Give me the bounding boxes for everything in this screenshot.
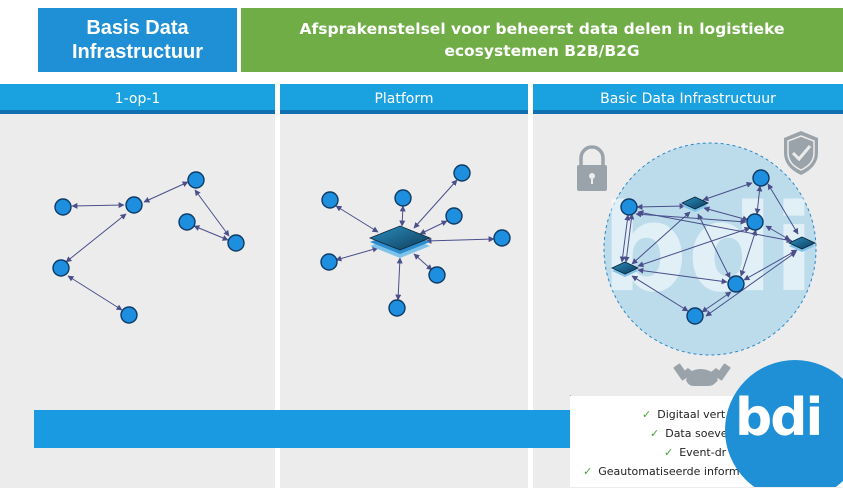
header-right-line1: Afsprakenstelsel voor beheerst data dele… <box>299 20 785 38</box>
bdi-logo <box>725 360 843 487</box>
platform-hub <box>368 225 432 258</box>
node <box>321 191 339 209</box>
hub-left <box>611 261 639 277</box>
check-icon: ✓ <box>650 427 660 440</box>
node <box>52 259 70 277</box>
node <box>388 299 406 317</box>
node <box>686 307 704 325</box>
check-icon: ✓ <box>583 465 593 478</box>
bdi-logo-text: bdi <box>735 388 823 448</box>
node <box>320 253 338 271</box>
progress-arrow <box>34 395 610 463</box>
lock-icon <box>577 145 607 191</box>
one-to-one-nodes <box>52 171 245 324</box>
node <box>727 275 745 293</box>
node <box>752 169 770 187</box>
handshake-icon <box>673 363 731 386</box>
bdi-logo-wrap: bdi <box>725 360 843 487</box>
node <box>620 198 638 216</box>
hub-right <box>788 236 816 252</box>
node <box>178 213 196 231</box>
header-left-title: Basis Data Infrastructuur <box>38 8 237 72</box>
platform-network <box>335 179 495 301</box>
checklist-item: ✓Digitaal vert <box>642 408 726 421</box>
node <box>125 196 143 214</box>
node <box>54 198 72 216</box>
bdi-hubs <box>611 196 816 277</box>
node <box>227 234 245 252</box>
bdi-network <box>619 181 799 317</box>
node <box>428 266 446 284</box>
node <box>493 229 511 247</box>
column-header-bdi: Basic Data Infrastructuur <box>533 84 843 114</box>
checklist-item: ✓Event-dr <box>664 446 727 459</box>
column-label: Basic Data Infrastructuur <box>600 91 776 107</box>
hub-top <box>681 196 709 212</box>
node <box>445 207 463 225</box>
checklist-item: ✓Data soeve <box>650 427 728 440</box>
check-icon: ✓ <box>664 446 674 459</box>
header-right-line2: ecosystemen B2B/B2G <box>444 42 640 60</box>
column-header-one-to-one: 1-op-1 <box>0 84 275 114</box>
node <box>187 171 205 189</box>
check-icon: ✓ <box>642 408 652 421</box>
column-label: 1-op-1 <box>114 91 161 107</box>
checklist-item: ✓Geautomatiseerde inform <box>583 465 740 478</box>
header-left-line2: Infrastructuur <box>71 41 204 63</box>
node <box>120 306 138 324</box>
node <box>453 164 471 182</box>
shield-check-icon <box>784 131 818 175</box>
node <box>746 213 764 231</box>
bdi-nodes <box>620 169 770 325</box>
column-label: Platform <box>374 91 434 107</box>
header-right-title: Afsprakenstelsel voor beheerst data dele… <box>241 8 843 72</box>
one-to-one-network <box>65 181 230 311</box>
header-left-line1: Basis Data <box>86 17 189 39</box>
node <box>394 189 412 207</box>
column-header-platform: Platform <box>280 84 528 114</box>
platform-nodes <box>320 164 511 317</box>
